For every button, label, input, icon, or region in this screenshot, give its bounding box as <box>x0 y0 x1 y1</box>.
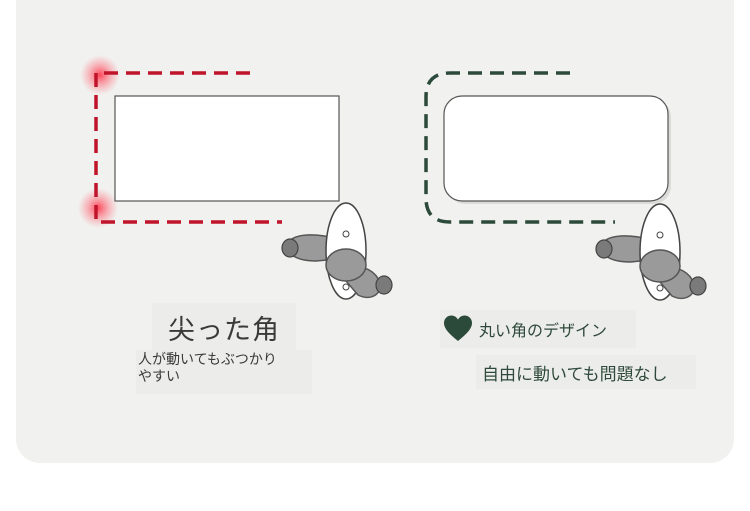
rounded-corner-diagram <box>424 71 707 301</box>
heart-icon <box>444 315 472 341</box>
person-top-view-icon <box>281 202 393 300</box>
rounded-rectangle <box>443 95 669 202</box>
sharp-corner-title: 尖った角 <box>152 303 296 351</box>
sharp-dashed-path <box>94 71 282 224</box>
sharp-corner-caption: 人が動いてもぶつかり やすい <box>136 350 312 394</box>
collision-glow-bottom <box>78 188 118 228</box>
sharp-caption-line-1: 人が動いてもぶつかり <box>138 352 277 368</box>
collision-glow-top <box>80 55 120 95</box>
rounded-corner-caption: 自由に動いても問題なし <box>476 355 696 389</box>
rounded-corner-title-text: 丸い角のデザイン <box>479 321 608 340</box>
rounded-corner-title: 丸い角のデザイン <box>440 310 636 348</box>
sharp-rectangle <box>114 95 340 202</box>
person-top-view-icon <box>595 203 707 301</box>
rounded-dashed-path <box>424 71 615 224</box>
sharp-caption-line-2: やすい <box>138 369 180 385</box>
sharp-corner-diagram <box>78 55 393 300</box>
